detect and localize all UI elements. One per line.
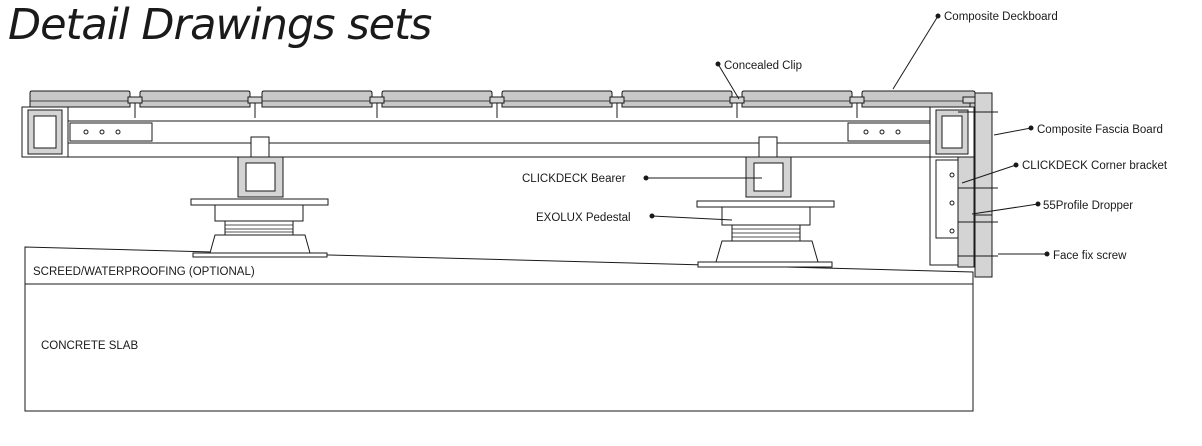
label-face-fix-screw: Face fix screw (1053, 250, 1127, 262)
clickdeck-bearer-rail (67, 120, 933, 158)
screed-layer (24, 246, 974, 284)
pedestal-left (190, 136, 329, 258)
concealed-clips (127, 96, 978, 118)
label-clickdeck-corner-bracket: CLICKDECK Corner bracket (1022, 160, 1168, 172)
pedestal-right (696, 136, 835, 268)
composite-deckboards (29, 90, 976, 108)
leader-lines (643, 13, 1050, 257)
composite-fascia-board (974, 92, 993, 278)
label-concrete-slab: CONCRETE SLAB (41, 340, 138, 352)
end-profile-right (929, 106, 975, 158)
page-title: Detail Drawings sets (8, 0, 432, 50)
label-screed: SCREED/WATERPROOFING (OPTIONAL) (33, 266, 255, 278)
label-profile-dropper: 55Profile Dropper (1043, 200, 1133, 212)
label-composite-fascia-board: Composite Fascia Board (1037, 124, 1163, 136)
corner-bracket (957, 156, 975, 268)
label-composite-deckboard: Composite Deckboard (944, 11, 1058, 23)
label-clickdeck-bearer: CLICKDECK Bearer (522, 173, 626, 185)
face-fix-screws (958, 111, 998, 257)
concrete-slab (24, 283, 974, 412)
end-profile-left (21, 106, 69, 158)
label-concealed-clip: Concealed Clip (724, 60, 802, 72)
label-exolux-pedestal: EXOLUX Pedestal (536, 212, 631, 224)
